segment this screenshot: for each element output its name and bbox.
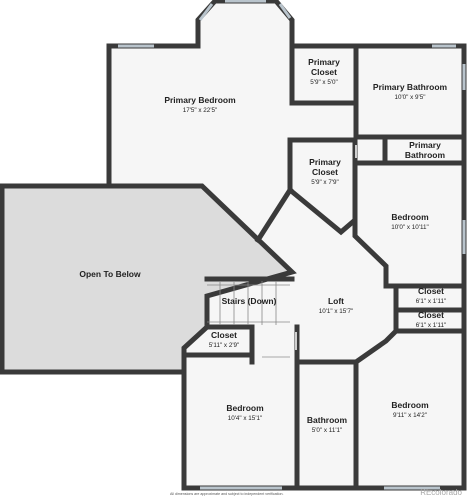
room-dimensions: 17'5" x 22'5": [182, 106, 218, 114]
label-primary-closet-mid: Primary Closet 5'9" x 7'9": [297, 157, 353, 186]
room-name-line2: Bathroom: [404, 149, 446, 160]
wall-bedroom-right-left: [352, 217, 467, 289]
stair-treads: [207, 281, 290, 325]
windows: [118, 0, 466, 490]
label-closet-right-2: Closet 6'1" x 1'11": [400, 310, 462, 329]
room-name-line1: Primary: [309, 157, 341, 167]
wall-primary-closet-mid: [287, 137, 358, 236]
room-name: Closet: [211, 330, 237, 340]
door-openings: [262, 145, 357, 358]
disclaimer-text: All dimensions are approximate and subje…: [170, 492, 284, 496]
label-primary-bathroom-small: Primary Bathroom: [392, 140, 458, 161]
room-dimensions: 9'11" x 14'2": [392, 411, 428, 419]
room-name: Open To Below: [79, 269, 141, 279]
room-name: Primary Bathroom: [372, 82, 448, 92]
room-dimensions: 6'1" x 1'11": [415, 297, 447, 305]
room-name: Bedroom: [391, 212, 429, 222]
label-bedroom-bottom-right: Bedroom 9'11" x 14'2": [370, 400, 450, 419]
room-name: Bedroom: [391, 400, 429, 410]
label-primary-bathroom: Primary Bathroom 10'0" x 9'5": [360, 82, 460, 101]
room-dimensions: 6'1" x 1'11": [415, 321, 447, 329]
label-loft: Loft 10'1" x 15'7": [306, 296, 366, 315]
label-closet-left: Closet 5'11" x 2'9": [200, 330, 248, 349]
room-dimensions: 5'9" x 5'0": [310, 78, 338, 86]
wall-bath-top: [294, 359, 359, 491]
wall-primary-closet-top: [289, 43, 359, 106]
brand-watermark: REcolorado: [420, 488, 462, 497]
label-stairs: Stairs (Down): [210, 296, 288, 307]
room-name-line2: Closet: [311, 66, 337, 77]
room-name: Primary Bedroom: [164, 95, 236, 105]
wall-primary-bath-bottom: [353, 100, 467, 140]
room-name: Bedroom: [226, 403, 264, 413]
room-dimensions: 5'11" x 2'9": [208, 341, 240, 349]
room-dimensions: 10'0" x 9'5": [394, 93, 426, 101]
room-dimensions: 5'9" x 7'9": [311, 178, 339, 186]
wall-closet-right-lower: [352, 327, 400, 366]
label-closet-right-1: Closet 6'1" x 1'11": [400, 286, 462, 305]
label-bedroom-bottom-left: Bedroom 10'4" x 15'1": [205, 403, 285, 422]
room-name-line1: Primary: [409, 140, 441, 150]
label-bedroom-right: Bedroom 10'0" x 10'11": [370, 212, 450, 231]
room-dimensions: 10'0" x 10'11": [391, 223, 429, 231]
label-primary-bedroom: Primary Bedroom 17'5" x 22'5": [140, 95, 260, 114]
outer-wall: [106, 0, 467, 491]
room-name: Loft: [327, 296, 345, 306]
label-open-to-below: Open To Below: [60, 269, 160, 280]
label-primary-closet-top: Primary Closet 5'9" x 5'0": [296, 57, 352, 86]
room-name: Closet: [418, 310, 444, 320]
walls: [106, 0, 467, 491]
room-name: Stairs (Down): [221, 296, 277, 306]
room-name: Bathroom: [306, 415, 348, 425]
room-dimensions: 10'4" x 15'1": [227, 414, 263, 422]
label-bathroom: Bathroom 5'0" x 11'1": [300, 415, 354, 434]
room-dimensions: 10'1" x 15'7": [318, 307, 354, 315]
room-dimensions: 5'0" x 11'1": [311, 426, 343, 434]
room-name-line2: Closet: [312, 166, 338, 177]
room-name: Closet: [418, 286, 444, 296]
wall-diagonal-upper: [254, 186, 294, 244]
room-name-line1: Primary: [308, 57, 340, 67]
